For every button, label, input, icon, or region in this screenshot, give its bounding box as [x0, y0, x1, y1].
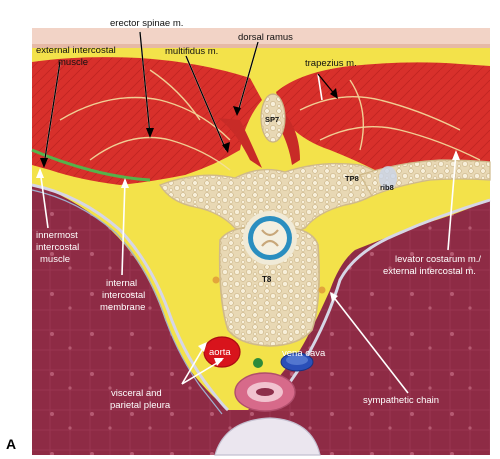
sympathetic-chain-left	[212, 276, 220, 284]
label-innermost-2: intercostal	[36, 242, 79, 253]
label-trapezius: trapezius m.	[305, 58, 357, 69]
label-sp7: SP7	[265, 115, 279, 124]
label-erector-spinae: erector spinae m.	[110, 18, 183, 29]
label-multifidus: multifidus m.	[165, 46, 218, 57]
label-pleura-2: parietal pleura	[110, 400, 171, 411]
label-innermost-3: muscle	[40, 254, 70, 265]
label-tp8: TP8	[345, 174, 359, 183]
label-t8: T8	[262, 275, 272, 284]
panel-letter: A	[6, 436, 17, 452]
label-internal-3: membrane	[100, 302, 145, 313]
label-aorta: aorta	[209, 347, 231, 358]
label-sympathetic-chain: sympathetic chain	[363, 395, 439, 406]
skin-layer	[32, 28, 490, 46]
label-dorsal-ramus: dorsal ramus	[238, 32, 293, 43]
label-rib8: rib8	[380, 183, 394, 192]
label-external-intercostal-1: external intercostal	[36, 45, 116, 56]
label-innermost-1: innermost	[36, 230, 78, 241]
label-levator-2: external intercostal m.	[383, 266, 476, 277]
label-external-intercostal-2: muscle	[58, 57, 88, 68]
label-internal-1: internal	[106, 278, 137, 289]
label-pleura-1: visceral and	[111, 388, 162, 399]
label-internal-2: intercostal	[102, 290, 145, 301]
vertebral-arch	[158, 162, 386, 237]
label-levator-1: levator costarum m./	[395, 254, 481, 265]
spinous-process	[260, 93, 286, 143]
label-vena-cava: vena cava	[282, 348, 326, 359]
trapezius-muscle	[276, 62, 490, 175]
left-pleura	[31, 183, 230, 412]
sympathetic-chain-right	[318, 286, 326, 294]
